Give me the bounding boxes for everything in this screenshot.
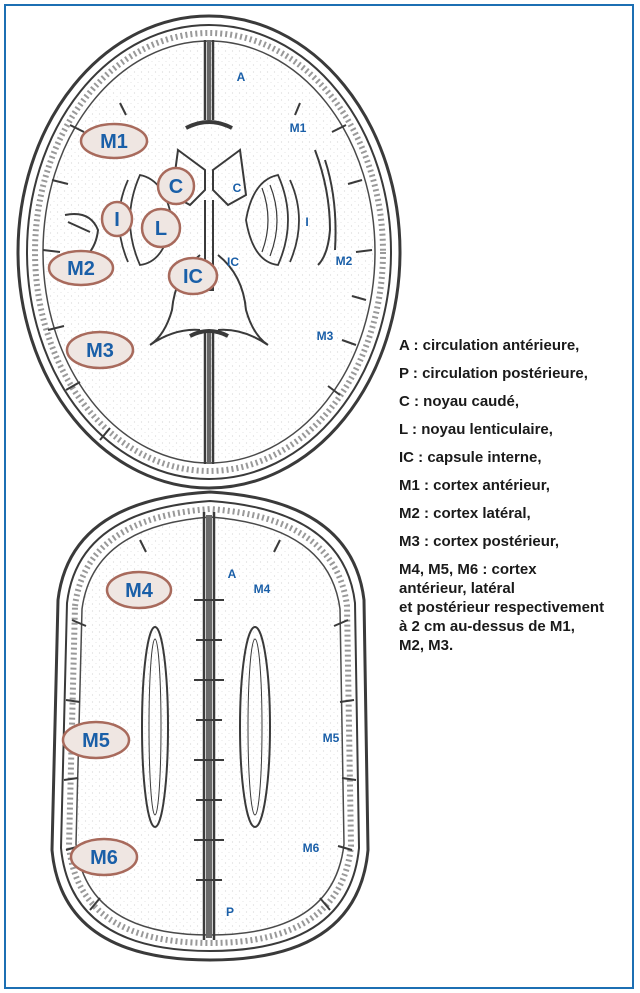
label-oval-m2: M2 [67,258,95,280]
upper-frontal-fissure-fill [207,40,211,120]
lower-midline-fill [206,515,212,938]
legend-m4-m6-line-3: et postérieur respectivement [399,598,634,617]
legend-item-a: A : circulation antérieure, [399,336,634,355]
legend-item-ic: IC : capsule interne, [399,448,634,467]
legend-item-m1: M1 : cortex antérieur, [399,476,634,495]
upper-brain-section: M1 C I L M2 IC M3 A M1 C I IC M2 M3 [18,16,400,488]
label-oval-m1: M1 [100,131,128,153]
legend-m4-m6-line-1: M4, M5, M6 : cortex [399,560,634,579]
legend: A : circulation antérieure, P : circulat… [399,336,634,664]
label-side-c: C [233,181,242,195]
legend-m4-m6-line-4: à 2 cm au-dessus de M1, [399,617,634,636]
legend-item-c: C : noyau caudé, [399,392,634,411]
legend-item-m3: M3 : cortex postérieur, [399,532,634,551]
legend-item-l: L : noyau lenticulaire, [399,420,634,439]
label-oval-m6: M6 [90,847,118,869]
lower-brain-section: M4 M5 M6 A M4 M5 M6 P [52,492,368,960]
label-side-a-lower: A [228,567,237,581]
legend-item-m2: M2 : cortex latéral, [399,504,634,523]
upper-occipital-fissure-fill [207,330,211,464]
label-side-m3: M3 [317,329,334,343]
label-side-m2: M2 [336,254,353,268]
label-side-m1: M1 [290,121,307,135]
label-side-m6: M6 [303,841,320,855]
label-side-p: P [226,905,234,919]
label-oval-m5: M5 [82,730,110,752]
label-side-m5: M5 [323,731,340,745]
label-oval-i: I [114,209,120,231]
legend-m4-m6-line-2: antérieur, latéral [399,579,634,598]
legend-item-m4-m6: M4, M5, M6 : cortex antérieur, latéral e… [399,560,634,655]
label-side-i: I [305,215,308,229]
label-oval-m4: M4 [125,580,154,602]
legend-item-p: P : circulation postérieure, [399,364,634,383]
label-side-ic: IC [227,255,239,269]
legend-m4-m6-line-5: M2, M3. [399,636,634,655]
label-oval-l: L [155,218,167,240]
label-side-a-upper: A [237,70,246,84]
label-oval-c: C [169,176,183,198]
label-oval-m3: M3 [86,340,114,362]
label-oval-ic: IC [183,266,203,288]
label-side-m4: M4 [254,582,271,596]
